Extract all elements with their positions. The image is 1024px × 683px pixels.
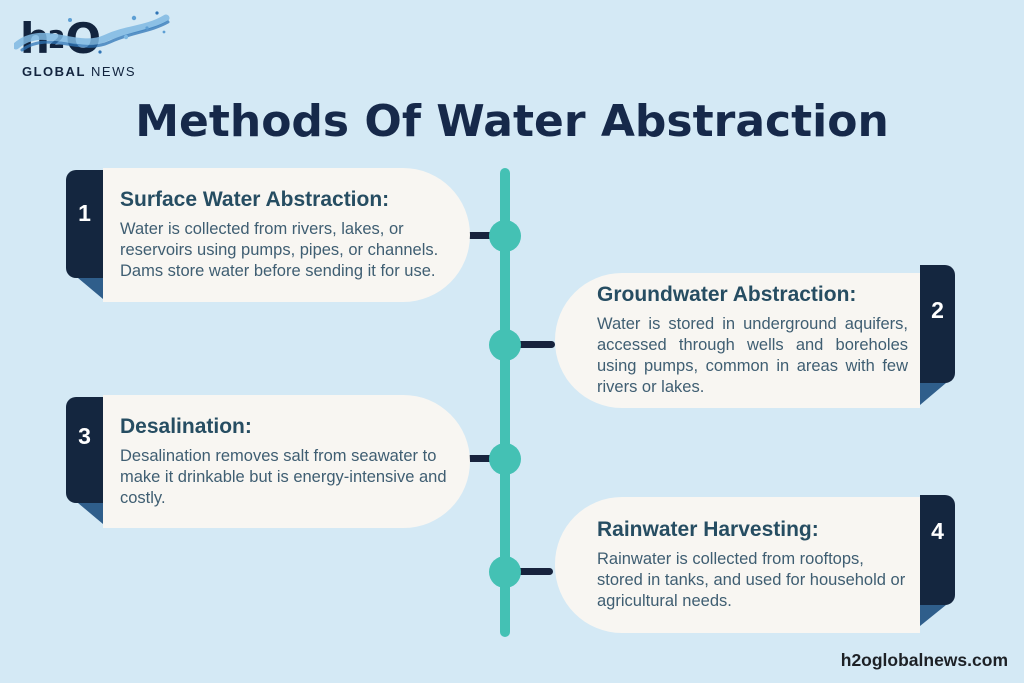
timeline-node-3 [489, 443, 521, 475]
connector-3 [459, 455, 506, 462]
ribbon-fold-4 [920, 605, 946, 626]
connector-1 [459, 232, 506, 239]
step-number: 2 [931, 297, 944, 323]
connector-2 [505, 341, 555, 348]
ribbon-fold-3 [78, 503, 103, 524]
timeline-node-4 [489, 556, 521, 588]
ribbon-fold-1 [78, 278, 103, 299]
card-heading: Desalination: [120, 414, 252, 438]
card-body: Water is stored in underground aquifers,… [597, 315, 908, 396]
card-surface-water-abstraction: Surface Water Abstraction: Water is coll… [103, 168, 470, 302]
step-number: 1 [78, 200, 91, 226]
card-desalination: Desalination: Desalination removes salt … [103, 395, 470, 528]
card-groundwater-abstraction: Groundwater Abstraction: Water is stored… [555, 273, 920, 408]
ribbon-fold-2 [920, 383, 946, 405]
number-tab-4: 4 [920, 495, 955, 605]
card-body: Water is collected from rivers, lakes, o… [120, 220, 439, 280]
card-heading: Rainwater Harvesting: [597, 518, 819, 541]
website-url: h2oglobalnews.com [840, 650, 1008, 670]
number-tab-1: 1 [66, 170, 103, 278]
timeline-node-2 [489, 329, 521, 361]
logo-news-text: NEWS [91, 64, 137, 79]
card-body: Rainwater is collected from rooftops, st… [597, 550, 906, 610]
logo-letter-2: 2 [47, 25, 66, 54]
step-number: 3 [78, 423, 91, 449]
number-tab-2: 2 [920, 265, 955, 383]
logo-wordmark: h2O [20, 18, 101, 60]
card-body: Desalination removes salt from seawater … [120, 446, 447, 507]
h2o-global-news-logo: h2O GLOBAL NEWS [14, 6, 174, 86]
card-rainwater-harvesting: Rainwater Harvesting: Rainwater is colle… [555, 497, 920, 633]
card-heading: Surface Water Abstraction: [120, 188, 390, 211]
card-heading: Groundwater Abstraction: [597, 283, 857, 306]
connector-4 [505, 568, 553, 575]
logo-letter-h: h [20, 14, 50, 63]
logo-subtitle: GLOBAL NEWS [22, 64, 136, 79]
timeline-line [500, 168, 510, 637]
page-title: Methods Of Water Abstraction [135, 96, 889, 147]
step-number: 4 [931, 518, 944, 544]
number-tab-3: 3 [66, 397, 103, 503]
logo-global-text: GLOBAL [22, 64, 86, 79]
timeline-node-1 [489, 220, 521, 252]
logo-letter-o: O [65, 14, 101, 63]
